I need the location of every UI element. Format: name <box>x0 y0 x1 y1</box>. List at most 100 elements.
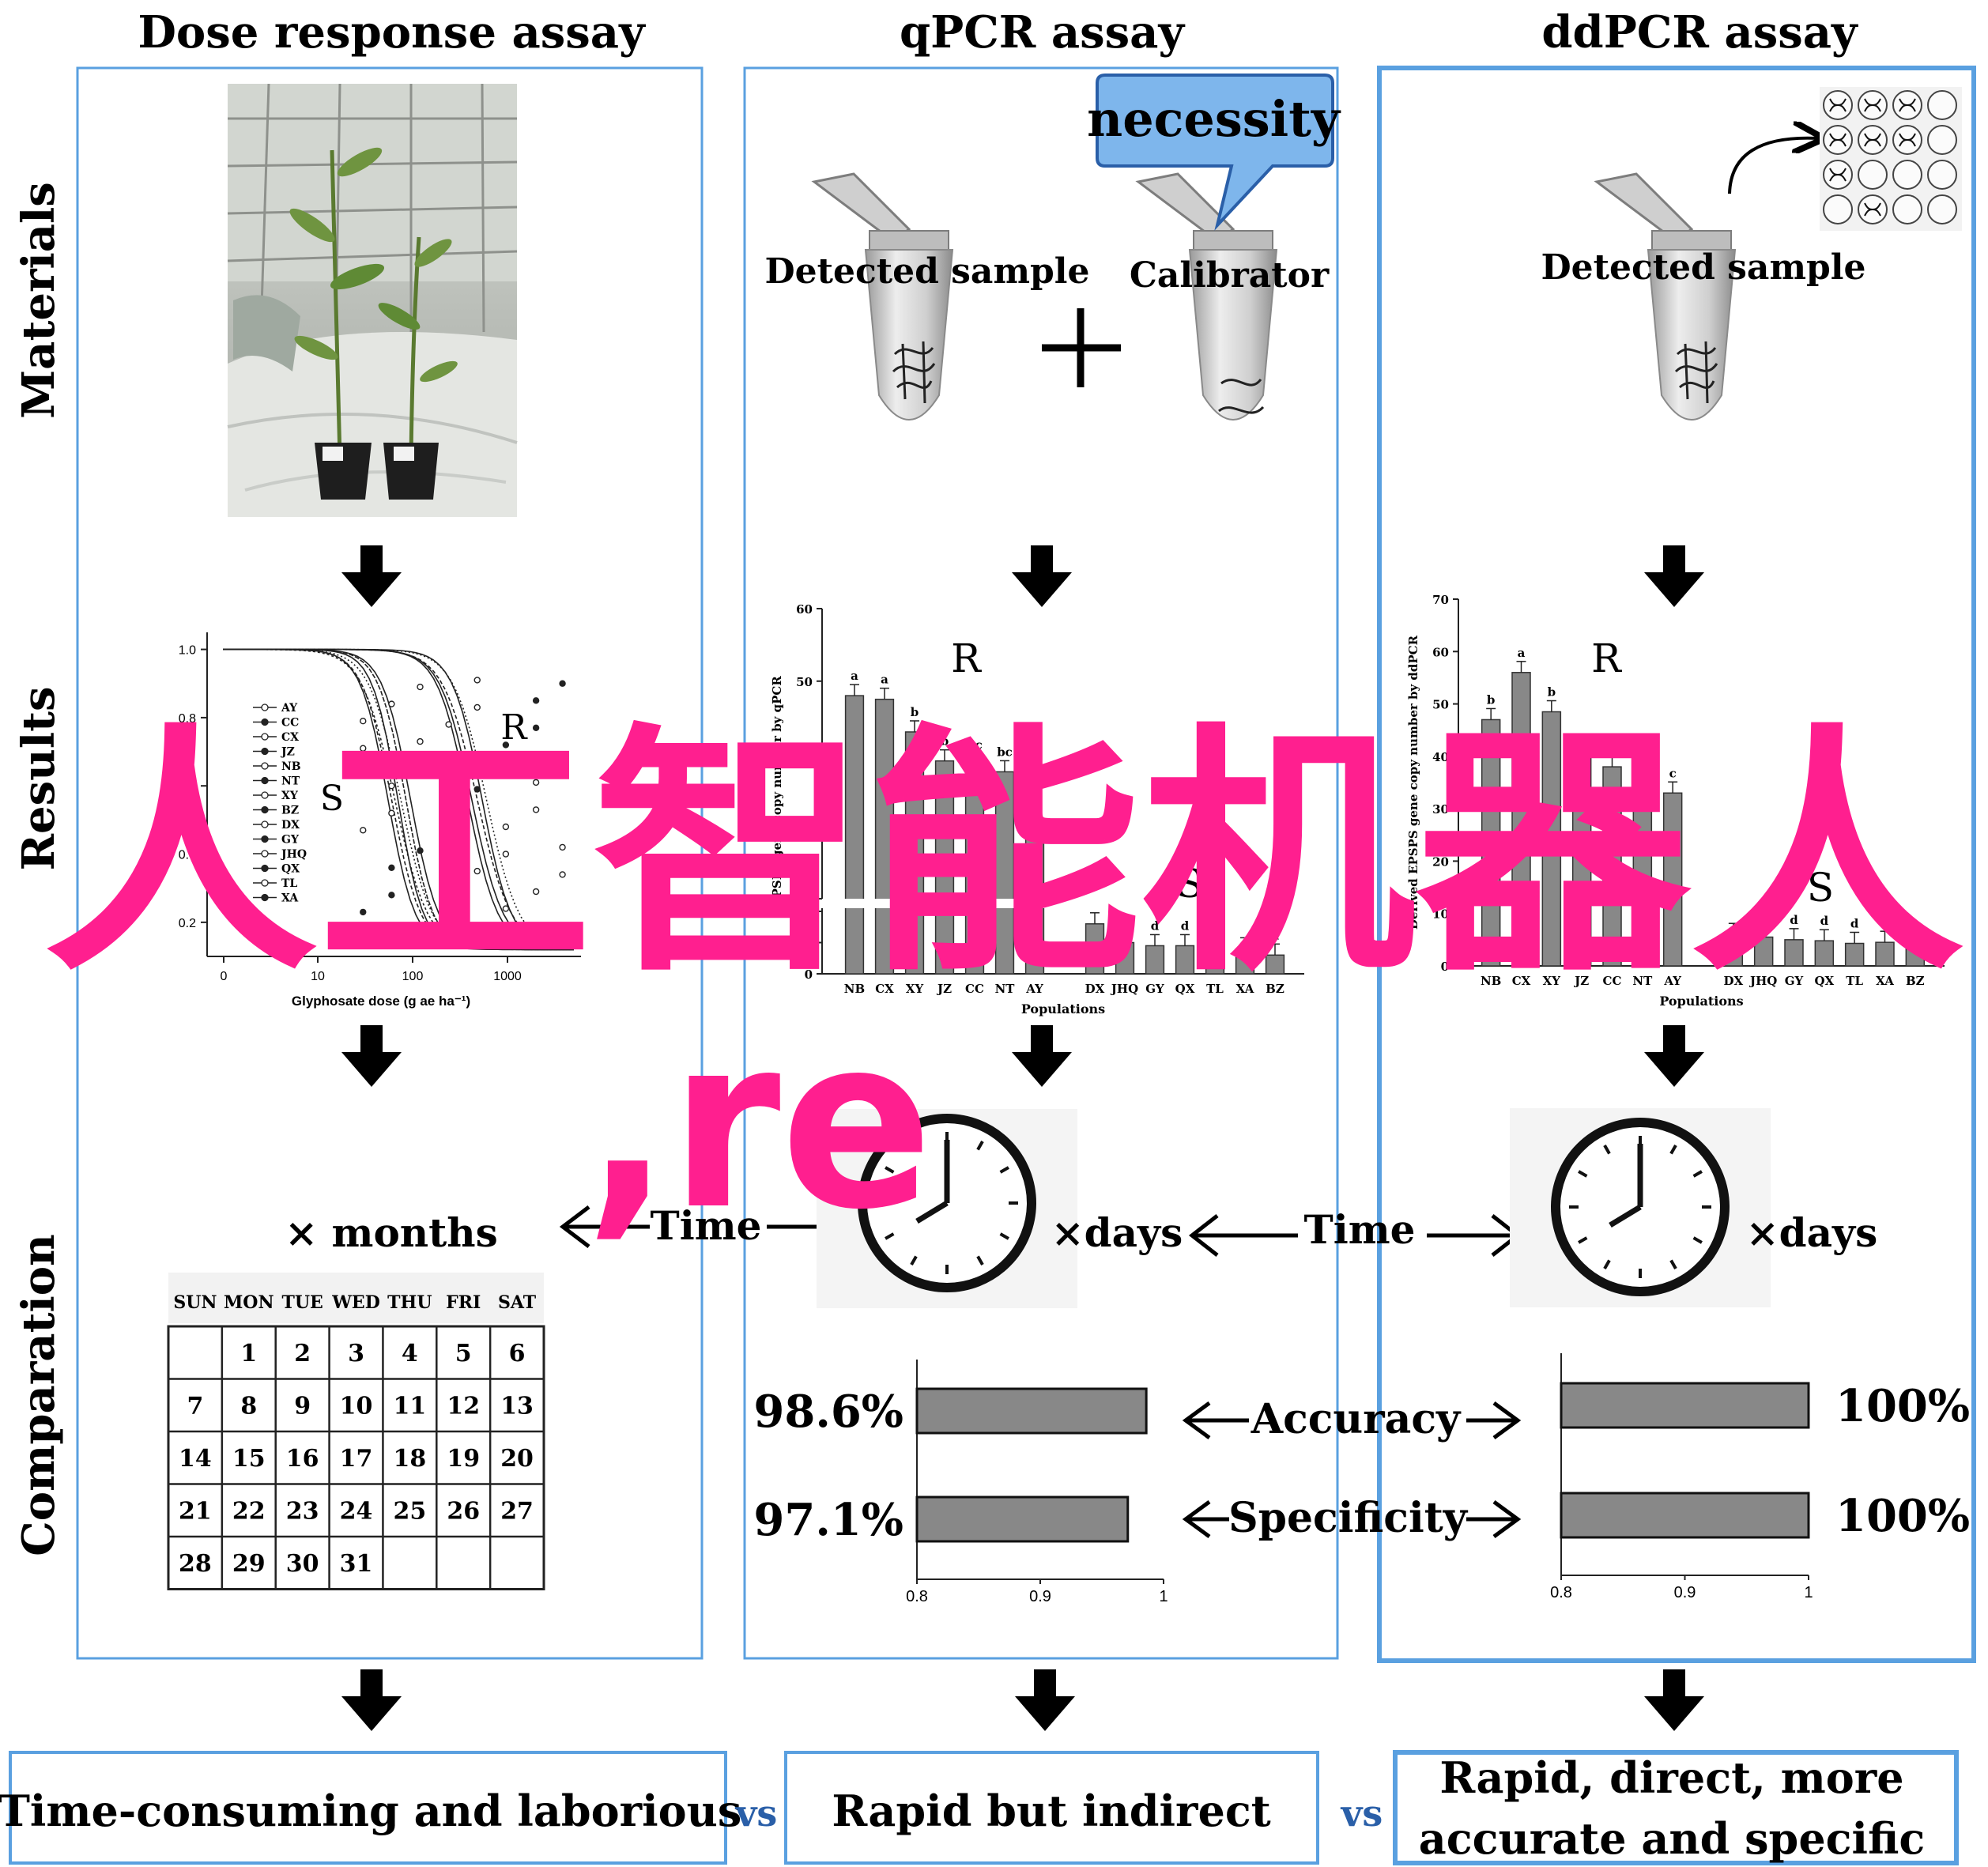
droplet <box>1927 160 1957 190</box>
calendar-date: 31 <box>340 1550 373 1578</box>
calendar-day-name: WED <box>331 1292 380 1313</box>
legend-marker <box>261 850 269 858</box>
calendar-date: 16 <box>286 1445 319 1473</box>
accuracy-label: Accuracy <box>1251 1395 1462 1443</box>
down-arrow-icon <box>1644 1669 1704 1731</box>
legend-label: XY <box>281 790 299 802</box>
vs-label-1: vs <box>735 1792 778 1835</box>
vs-label-2: vs <box>1341 1792 1383 1835</box>
qpcr-sample-tube <box>811 172 954 421</box>
significance-letter: a <box>851 669 858 683</box>
y-tick-label: 40 <box>796 748 813 762</box>
category-label: CC <box>965 982 984 996</box>
category-label: DX <box>1724 974 1744 988</box>
specificity-arrow: Specificity <box>1182 1494 1522 1542</box>
title-qpcr: qPCR assay <box>900 6 1185 58</box>
percent-label: 98.6% <box>753 1386 903 1438</box>
clock-tick <box>885 1166 895 1174</box>
category-label: AY <box>1663 974 1681 988</box>
data-point <box>360 745 367 752</box>
category-label: DX <box>1085 982 1105 996</box>
data-point <box>388 809 395 817</box>
data-point <box>532 697 540 704</box>
y-tick-label: 1.0 <box>179 644 196 658</box>
clock-tick <box>976 1141 984 1151</box>
clock-tick <box>910 1141 918 1151</box>
data-point <box>559 843 566 851</box>
category-label: XA <box>1876 974 1894 988</box>
down-arrow-icon <box>1644 545 1704 607</box>
y-tick-label: 50 <box>796 675 813 689</box>
row-label-comparation: Comparation <box>13 1234 65 1556</box>
clock-tick <box>1578 1236 1588 1244</box>
necessity-callout: necessity <box>1087 74 1341 231</box>
calendar-date: 2 <box>294 1340 311 1367</box>
label-s: S <box>1807 865 1834 911</box>
category-label: QX <box>1175 982 1195 996</box>
data-point <box>502 823 510 831</box>
calendar-day-name: SUN <box>173 1292 217 1313</box>
calendar-date: 3 <box>348 1340 364 1367</box>
data-point <box>445 802 452 810</box>
data-point <box>473 758 481 766</box>
calendar-header-bg <box>168 1273 544 1323</box>
category-label: CX <box>1512 974 1531 988</box>
y-tick-label: 30 <box>1432 802 1449 817</box>
y-tick-label: 20 <box>1432 854 1449 869</box>
category-label: BZ <box>1266 982 1284 996</box>
clock-icon <box>817 1109 1077 1308</box>
ddpcr-sample-label: Detected sample <box>1541 247 1866 288</box>
legend-label: DX <box>281 819 300 832</box>
significance-letter: d <box>1820 914 1829 928</box>
calendar-date: 27 <box>500 1498 534 1526</box>
label-r: R <box>951 636 982 681</box>
y-tick-label: 60 <box>1432 645 1449 659</box>
data-point <box>445 721 452 728</box>
droplet <box>1892 194 1922 224</box>
legend-label: JZ <box>280 746 295 759</box>
category-label: CX <box>875 982 894 996</box>
title-ddpcr: ddPCR assay <box>1541 6 1858 58</box>
x-axis-label: Populations <box>1021 1001 1105 1016</box>
y-tick-label: 20 <box>796 892 813 907</box>
time-arrow-left: Time <box>559 1202 859 1249</box>
x-axis-label: Populations <box>1659 994 1743 1009</box>
significance-letter: bc <box>997 745 1013 759</box>
x-tick-label: 0.9 <box>1674 1584 1696 1601</box>
legend-marker <box>261 762 269 770</box>
category-label: AY <box>1025 982 1043 996</box>
data-point <box>502 932 510 940</box>
significance-letter: b <box>941 734 949 749</box>
percent-label: 100% <box>1835 1380 1970 1432</box>
data-point <box>473 703 481 711</box>
calendar-date: 12 <box>447 1393 480 1420</box>
legend-marker <box>261 893 269 902</box>
dna-strand <box>1864 98 1881 112</box>
calendar-date: 26 <box>447 1498 480 1526</box>
legend-label: AY <box>281 702 298 715</box>
calendar-date: 13 <box>500 1393 534 1420</box>
y-tick-label: 10 <box>1432 907 1449 922</box>
y-tick-label: 30 <box>796 820 813 834</box>
category-label: GY <box>1785 974 1804 988</box>
calendar-date: 10 <box>340 1393 373 1420</box>
legend-label: BZ <box>281 805 299 817</box>
x-tick-label: 0 <box>221 970 228 983</box>
dna-strand <box>1829 98 1847 112</box>
calendar-day-name: SAT <box>498 1292 537 1313</box>
down-arrow-icon <box>1015 1669 1075 1731</box>
x-tick-label: 100 <box>402 970 424 983</box>
calendar-date: 14 <box>179 1445 212 1473</box>
ddpcr-sample-tube <box>1594 172 1737 421</box>
category-label: JZ <box>1573 974 1589 988</box>
conclusion-ddpcr-line2: accurate and specific <box>1419 1813 1925 1864</box>
legend-label: GY <box>281 834 300 847</box>
data-point <box>532 779 540 786</box>
category-label: BZ <box>1906 974 1925 988</box>
category-label: XY <box>1543 974 1561 988</box>
clock-tick <box>1603 1259 1611 1269</box>
calendar-date: 29 <box>232 1550 266 1578</box>
y-axis-label: Derived EPSPS gene copy number by ddPCR <box>1406 635 1420 930</box>
conclusion-box-ddpcr <box>1393 1750 1959 1865</box>
